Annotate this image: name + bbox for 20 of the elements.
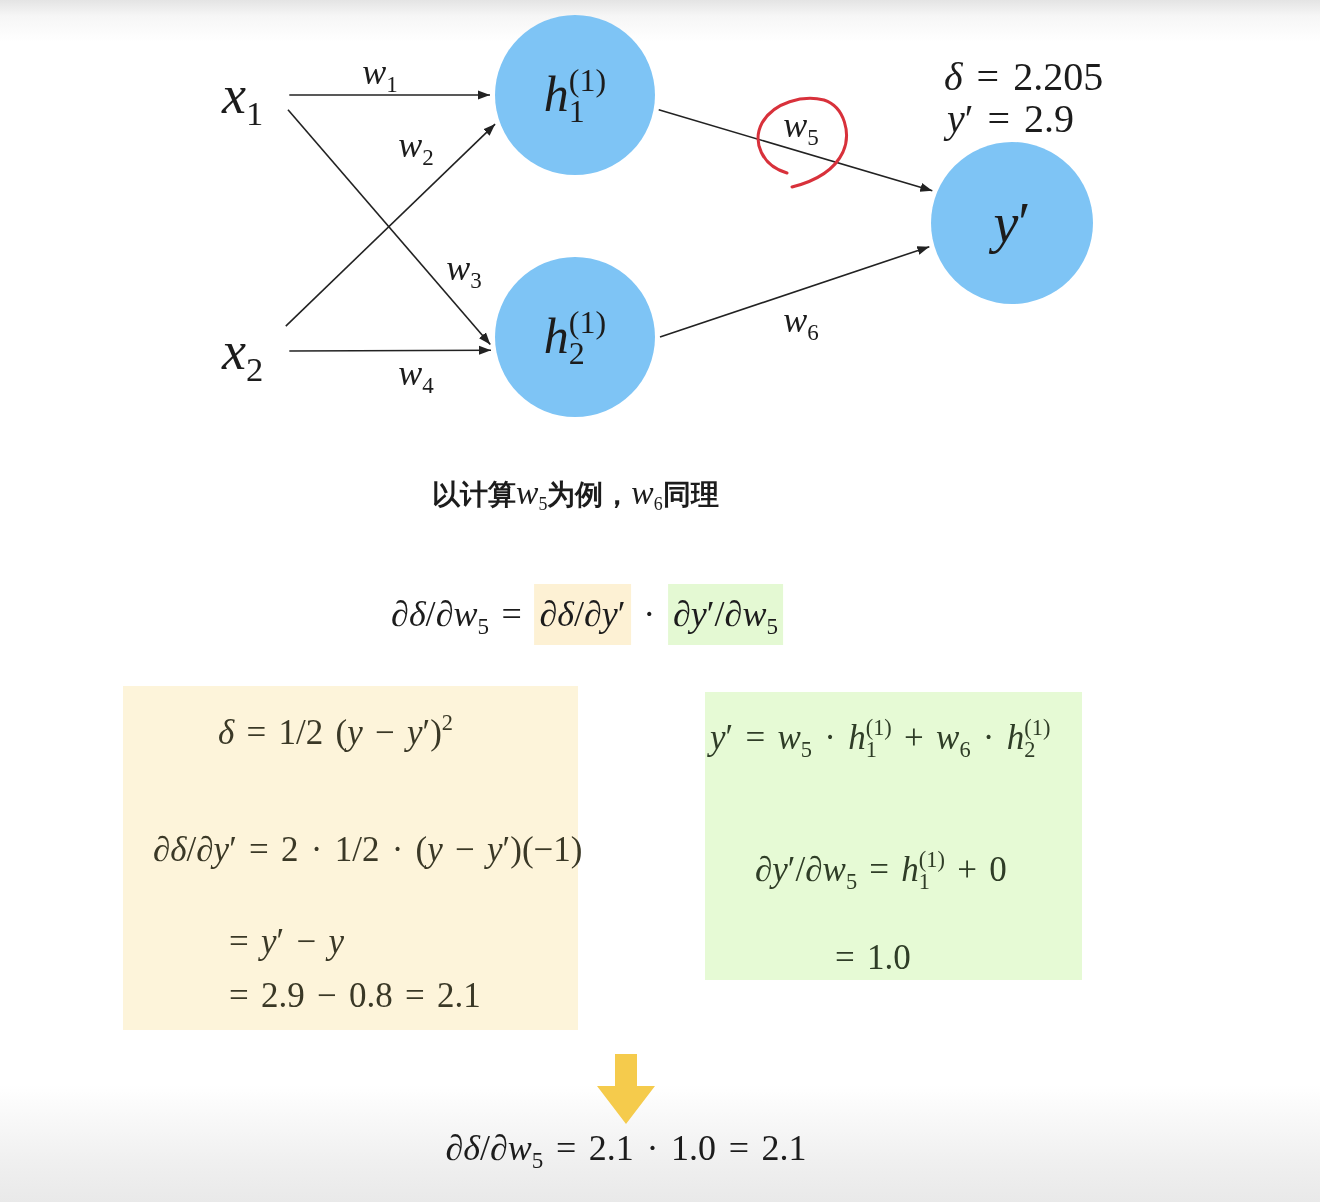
formula: ∂δ/∂w$_{5}$ = 2.1 · 1.0 = 2.1 xyxy=(445,1128,807,1170)
arrow xyxy=(288,90,491,100)
variable-label: x$_{2}$ xyxy=(222,320,264,383)
variable-label: x$_{1}$ xyxy=(222,64,264,127)
arrow xyxy=(659,245,931,338)
formula: ∂y′/∂w$_{5}$ = h$_{1}$$^{(1)}$ + 0 xyxy=(755,850,1007,891)
formula-panel xyxy=(705,692,1082,980)
arrow xyxy=(657,109,934,192)
block-arrow xyxy=(597,1054,655,1124)
arrow xyxy=(288,345,492,355)
note-text: 以计算w$_{5}$为例，w$_{6}$同理 xyxy=(432,474,719,513)
arrow xyxy=(285,123,496,327)
arrow xyxy=(287,109,492,346)
formula: = y′ − y xyxy=(229,922,344,963)
value-label: δ = 2.205 xyxy=(944,54,1104,100)
formula: δ = 1/2 (y − y′)$^{2}$ xyxy=(218,713,454,754)
formula: = 1.0 xyxy=(835,938,911,979)
formula: ∂δ/∂y′ = 2 · 1/2 · (y − y′)(−1) xyxy=(153,830,583,871)
formula: = 2.9 − 0.8 = 2.1 xyxy=(229,976,481,1017)
formula: ∂δ/∂w$_{5}$ = ∂δ/∂y′ · ∂y′/∂w$_{5}$ xyxy=(391,584,783,646)
